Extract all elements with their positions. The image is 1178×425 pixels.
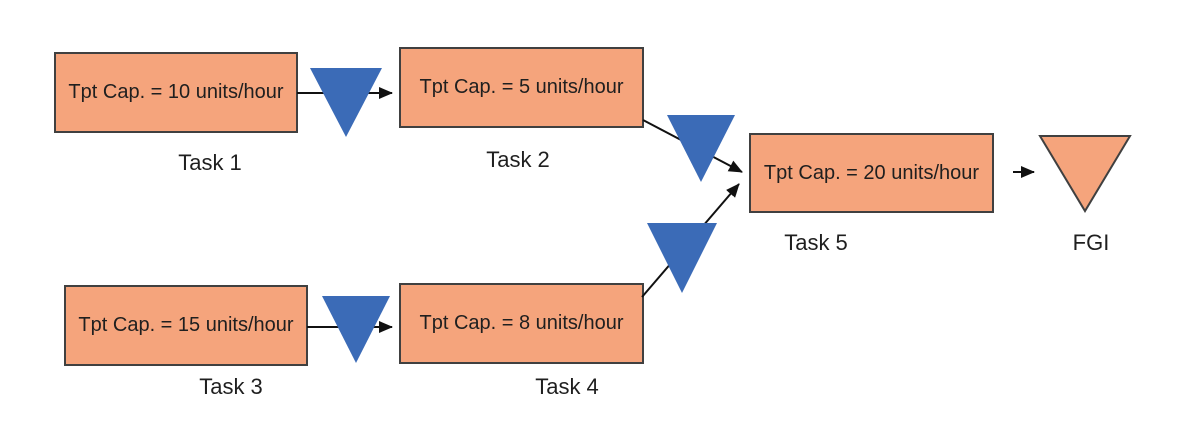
- task-5-capacity-text: Tpt Cap. = 20 units/hour: [763, 161, 980, 184]
- task-4-capacity-text: Tpt Cap. = 8 units/hour: [419, 312, 624, 334]
- fgi-label: FGI: [1072, 230, 1110, 255]
- task-2-label: Task 2: [486, 147, 550, 172]
- task-2-capacity-text: Tpt Cap. = 5 units/hour: [419, 76, 624, 98]
- arrow-task2-to-task5: [642, 119, 743, 173]
- task-3-label: Task 3: [199, 374, 263, 399]
- inventory-buffer-2-icon: [667, 115, 735, 182]
- task-3-capacity-text: Tpt Cap. = 15 units/hour: [78, 314, 294, 336]
- task-2-box: Tpt Cap. = 5 units/hour: [399, 47, 644, 128]
- task-4-label: Task 4: [535, 374, 599, 399]
- task-1-label: Task 1: [178, 150, 242, 175]
- fgi-triangle-icon: [1038, 135, 1132, 213]
- task-3-box: Tpt Cap. = 15 units/hour: [64, 285, 308, 366]
- task-5-label: Task 5: [784, 230, 848, 255]
- task-5-box: Tpt Cap. = 20 units/hour: [749, 133, 994, 213]
- inventory-buffer-4-icon: [647, 223, 717, 293]
- inventory-buffer-1-icon: [310, 68, 382, 137]
- inventory-buffer-3-icon: [322, 296, 390, 363]
- task-4-box: Tpt Cap. = 8 units/hour: [399, 283, 644, 364]
- arrow-task4-to-task5: [641, 183, 740, 298]
- task-1-capacity-text: Tpt Cap. = 10 units/hour: [68, 81, 284, 103]
- task-1-box: Tpt Cap. = 10 units/hour: [54, 52, 298, 133]
